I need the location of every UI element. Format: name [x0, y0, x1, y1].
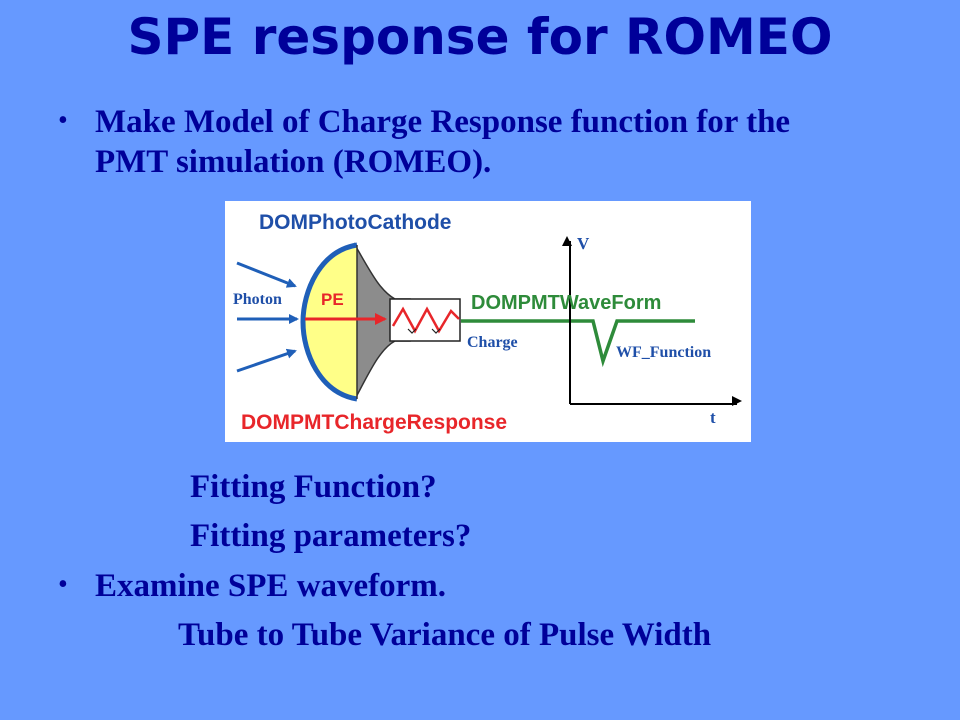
dynode-box — [389, 298, 461, 342]
photocathode-label: DOMPhotoCathode — [259, 211, 451, 234]
waveform-line — [461, 319, 695, 368]
sub-line-fitting-function: Fitting Function? — [190, 469, 437, 505]
axis-v-label: V — [577, 234, 590, 253]
photon-label: Photon — [233, 291, 282, 308]
zigzag-multiplication — [391, 306, 460, 334]
bullet-marker: • — [58, 105, 68, 136]
bullet1-line1: Make Model of Charge Response function f… — [95, 104, 791, 140]
bullet2-subline: Tube to Tube Variance of Pulse Width — [178, 617, 712, 653]
pmt-diagram: DOMPhotoCathode Photon PE V t DOMPMTWave… — [225, 201, 751, 442]
cathode-yellow — [303, 245, 357, 399]
bullet1-line2: PMT simulation (ROMEO). — [95, 144, 492, 180]
charge-label: Charge — [467, 334, 518, 351]
cathode-arc — [300, 242, 358, 402]
photon-arrow-top — [236, 261, 297, 288]
axis-t-label: t — [710, 408, 716, 427]
wf-function-label: WF_Function — [616, 344, 711, 361]
charge-response-label: DOMPMTChargeResponse — [241, 411, 507, 434]
pmt-diagram-svg: DOMPhotoCathode Photon PE V t DOMPMTWave… — [233, 211, 742, 434]
dynode-marks — [407, 328, 441, 334]
sub-line-fitting-parameters: Fitting parameters? — [190, 518, 472, 554]
bullet2-text: Examine SPE waveform. — [95, 568, 447, 604]
waveform-label: DOMPMTWaveForm — [471, 292, 661, 314]
pe-label: PE — [321, 290, 344, 309]
slide-title: SPE response for ROMEO — [127, 8, 833, 66]
bullet-marker: • — [58, 569, 68, 600]
photon-arrow-bottom — [236, 348, 297, 373]
